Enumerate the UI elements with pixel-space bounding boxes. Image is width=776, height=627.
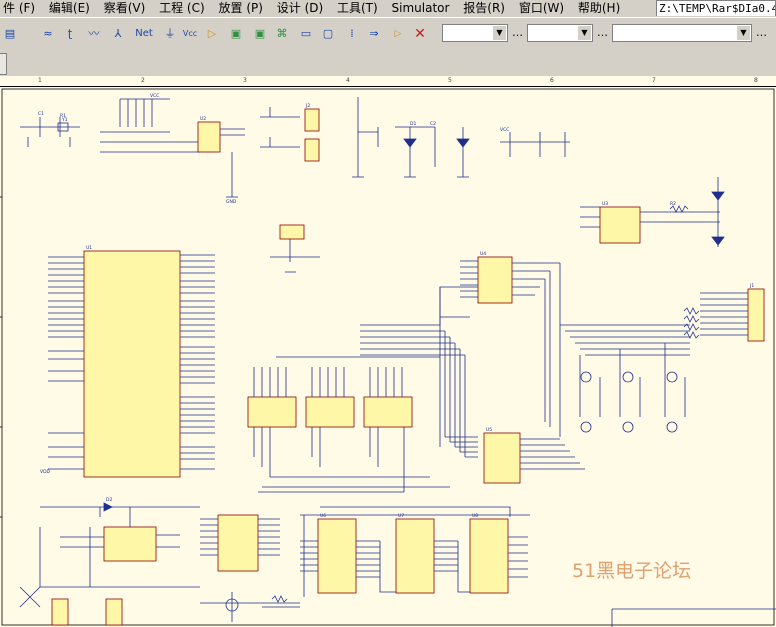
harness-connector-icon[interactable]: ▢ — [322, 27, 334, 40]
r2-designator: R2 — [670, 201, 676, 207]
u3-designator: U3 — [602, 201, 608, 207]
off-sheet-icon[interactable]: ⇒ — [369, 27, 379, 40]
d2-designator: D2 — [106, 497, 112, 503]
u2-designator: U2 — [200, 116, 206, 122]
more-icon: … — [756, 26, 767, 39]
ruler-mark: 1 — [38, 77, 42, 84]
document-path-field[interactable]: Z:\TEMP\Rar$DIa0.4 — [656, 0, 776, 16]
panel-tab[interactable] — [0, 53, 7, 75]
menu-window[interactable]: 窗口(W) — [518, 1, 565, 15]
no-erc-icon[interactable]: ✕ — [414, 26, 426, 42]
schematic-canvas[interactable]: U1 U2 U3 U4 U5 U6 U7 U8 R1 R2 C1 C2 Y1 D… — [0, 87, 776, 627]
menu-bar: 件 (F) 编辑(E) 察看(V) 工程 (C) 放置 (P) 设计 (D) 工… — [0, 0, 776, 16]
r1-designator: R1 — [60, 113, 66, 119]
harness-entry-icon[interactable]: ⁞ — [350, 27, 354, 40]
place-bus-icon[interactable]: ʈ — [67, 27, 73, 40]
ruler-mark: 7 — [652, 77, 656, 84]
y1-designator: Y1 — [61, 117, 68, 123]
sheet-entry-icon[interactable]: ▣ — [254, 27, 266, 40]
document-tab-bar — [0, 50, 776, 76]
u5-designator: U5 — [486, 427, 492, 433]
chevron-down-icon: ▼ — [737, 26, 750, 40]
d1-designator: D1 — [410, 121, 416, 127]
c2-designator: C2 — [430, 121, 436, 127]
menu-help[interactable]: 帮助(H) — [577, 1, 621, 15]
ruler-mark: 4 — [346, 77, 350, 84]
j1-designator: J1 — [749, 283, 754, 289]
u7-designator: U7 — [398, 513, 404, 519]
u6-designator: U6 — [320, 513, 326, 519]
vdd-label: VDD — [40, 469, 51, 475]
u8-designator: U8 — [472, 513, 478, 519]
place-part-icon[interactable]: ▷ — [207, 27, 217, 40]
ruler-mark: 2 — [141, 77, 145, 84]
filter-dropdown-2[interactable]: ▼ — [527, 24, 593, 42]
mcu-designator: U1 — [86, 245, 92, 251]
menu-place[interactable]: 放置 (P) — [218, 1, 263, 15]
more-icon: … — [597, 26, 608, 39]
chevron-down-icon: ▼ — [578, 26, 591, 40]
menu-design[interactable]: 设计 (D) — [276, 1, 324, 15]
ruler-mark: 3 — [243, 77, 247, 84]
ruler-mark: 8 — [754, 77, 758, 84]
print-icon[interactable]: ▤ — [4, 27, 16, 40]
net-label-icon[interactable]: Net — [135, 28, 153, 39]
menu-reports[interactable]: 报告(R) — [463, 1, 505, 15]
place-wire-icon[interactable]: ≈ — [43, 27, 53, 40]
ground-port-icon[interactable]: ⏚ — [164, 27, 176, 40]
menu-view[interactable]: 察看(V) — [103, 1, 146, 15]
ruler-mark: 5 — [448, 77, 452, 84]
chevron-down-icon: ▼ — [493, 26, 506, 40]
vcc-port-icon[interactable]: Vcc — [182, 29, 198, 38]
watermark-text: 51黑电子论坛 — [572, 560, 692, 582]
filter-dropdown-3[interactable]: ▼ — [612, 24, 752, 42]
sheet-symbol-icon[interactable]: ▣ — [230, 27, 242, 40]
more-icon: … — [512, 26, 523, 39]
menu-project[interactable]: 工程 (C) — [159, 1, 205, 15]
signal-harness-icon[interactable]: ⅄ — [114, 27, 122, 40]
menu-file[interactable]: 件 (F) — [3, 1, 36, 15]
device-sheet-icon[interactable]: ⌘ — [276, 27, 288, 40]
menu-edit[interactable]: 编辑(E) — [48, 1, 90, 15]
u4-designator: U4 — [480, 251, 486, 257]
directive-icon[interactable]: ▷ — [394, 29, 402, 39]
sheet-ruler: 1 2 3 4 5 6 7 8 — [0, 76, 776, 87]
c1-designator: C1 — [38, 111, 44, 117]
gnd-label: GND — [226, 199, 237, 205]
filter-dropdown-1[interactable]: ▼ — [442, 24, 508, 42]
menu-simulator[interactable]: Simulator — [391, 1, 450, 15]
wiring-toolbar: ▤ ≈ ʈ 〰 ⅄ Net ⏚ Vcc ▷ ▣ ▣ ⌘ ▭ ▢ ⁞ ⇒ ▷ ✕ … — [0, 17, 776, 51]
vcc-label: VCC — [500, 127, 509, 133]
bus-entry-icon[interactable]: 〰 — [88, 27, 100, 40]
vcc-label: VCC — [150, 93, 159, 99]
port-icon[interactable]: ▭ — [300, 27, 312, 40]
schematic-drawing: U1 U2 U3 U4 U5 U6 U7 U8 R1 R2 C1 C2 Y1 D… — [0, 88, 776, 627]
j2-designator: J2 — [305, 103, 310, 109]
ruler-mark: 6 — [550, 77, 554, 84]
menu-tools[interactable]: 工具(T) — [337, 1, 378, 15]
